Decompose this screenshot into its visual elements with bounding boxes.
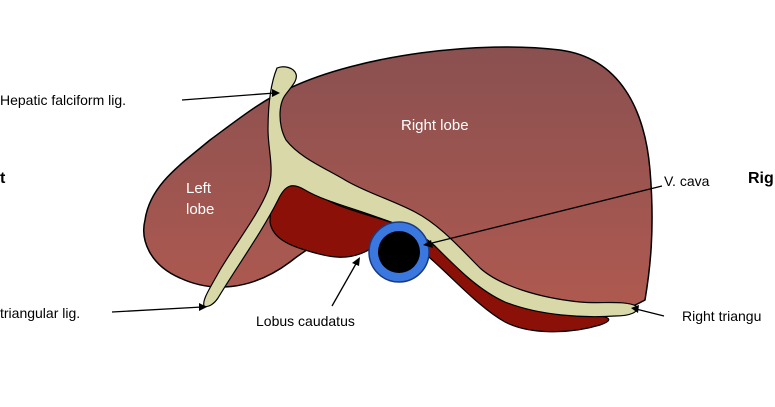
arrowhead-v-cava <box>423 240 433 248</box>
label-right-triangular: Right triangu <box>682 308 761 324</box>
leader-lobus-caudatus <box>331 261 358 307</box>
arrowhead-falciform <box>272 89 280 97</box>
arrowhead-lobus-caudatus <box>352 257 360 266</box>
label-left-triangular: triangular lig. <box>0 305 80 321</box>
label-side-right: Rig <box>748 170 774 187</box>
label-hepatic-falciform: Hepatic falciform lig. <box>0 92 126 108</box>
label-side-left: t <box>0 170 6 187</box>
leader-v-cava <box>427 185 663 245</box>
label-v-cava: V. cava <box>664 173 710 189</box>
leader-falciform <box>181 92 276 101</box>
leader-left-triangular <box>111 306 203 313</box>
falciform-ligament <box>203 66 638 318</box>
label-left-lobe-line2: lobe <box>186 201 214 218</box>
arrowhead-right-triangular <box>631 305 639 313</box>
vena-cava-core <box>378 231 420 273</box>
arrowhead-left-triangular <box>199 303 207 311</box>
leader-right-triangular <box>635 308 665 317</box>
label-left-lobe-line1: Left <box>186 180 212 197</box>
label-lobus-caudatus: Lobus caudatus <box>256 313 355 329</box>
label-right-lobe: Right lobe <box>401 117 469 134</box>
